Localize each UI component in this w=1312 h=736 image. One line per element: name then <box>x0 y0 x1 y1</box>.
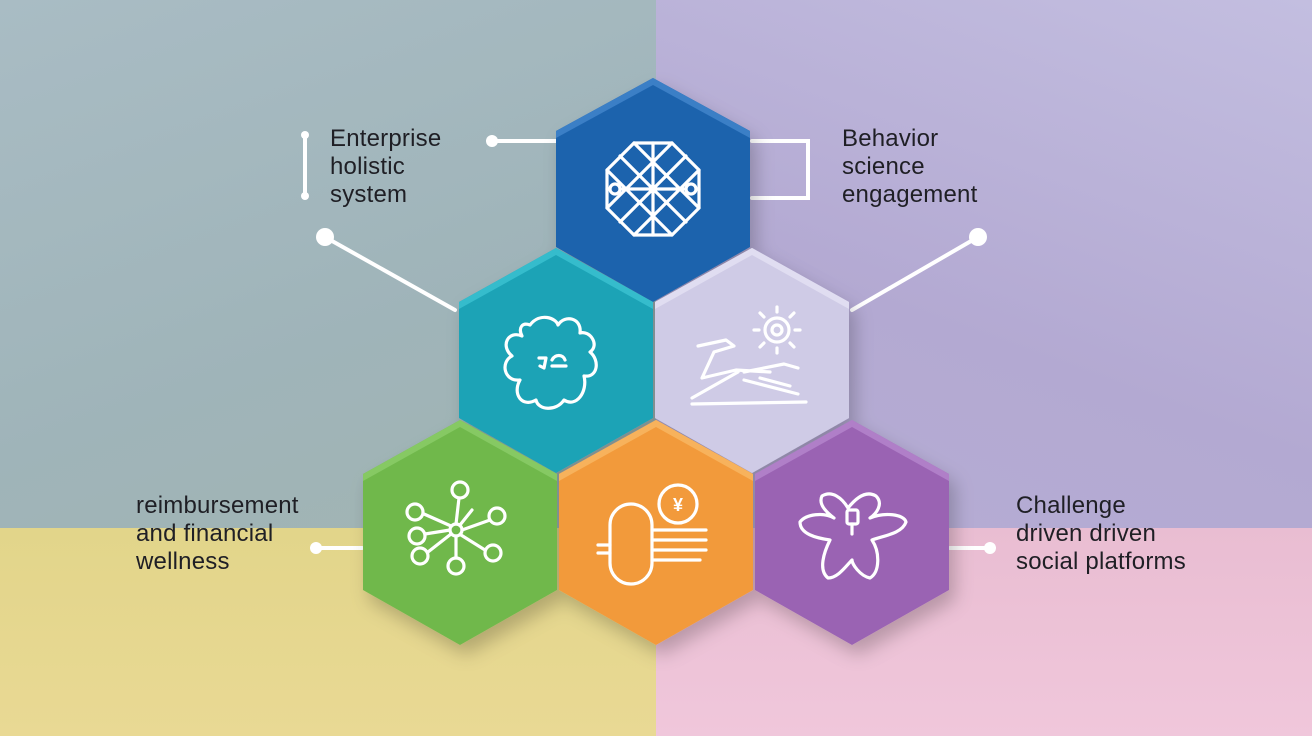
connectors <box>303 133 992 550</box>
label-reimbursement-line-3: wellness <box>136 548 230 575</box>
label-enterprise-line-2: holistic <box>330 153 405 180</box>
label-behavior-line-1: Behavior <box>842 125 939 152</box>
hex-lavender[interactable] <box>655 248 849 473</box>
label-enterprise: Enterprise holistic system <box>330 125 441 209</box>
hex-teal[interactable] <box>459 248 653 473</box>
label-reimbursement-line-2: and financial <box>136 520 274 547</box>
coin-currency-icon <box>596 483 708 586</box>
label-challenge: Challenge driven driven social platforms <box>1016 492 1186 576</box>
label-behavior-line-3: engagement <box>842 181 978 208</box>
gear-exercise-icon <box>690 305 808 406</box>
label-challenge-line-3: social platforms <box>1016 548 1186 575</box>
connector-behavior <box>750 139 810 200</box>
label-challenge-line-2: driven driven <box>1016 520 1157 547</box>
label-reimbursement: reimbursement and financial wellness <box>136 492 299 576</box>
label-behavior: Behavior science engagement <box>842 125 977 209</box>
label-challenge-line-1: Challenge <box>1016 492 1126 519</box>
hex-orange[interactable] <box>559 420 753 645</box>
connector-left-diagonal <box>323 235 457 312</box>
label-reimbursement-line-1: reimbursement <box>136 492 299 519</box>
label-behavior-line-2: science <box>842 153 925 180</box>
hub-nodes-icon <box>405 480 507 576</box>
star-badge-icon <box>798 492 908 580</box>
currency-symbol: ¥ <box>673 495 683 515</box>
label-enterprise-line-1: Enterprise <box>330 125 442 152</box>
network-octagon-icon <box>605 141 701 237</box>
label-enterprise-line-3: system <box>330 181 408 208</box>
connector-dots <box>301 131 996 554</box>
puzzle-face-icon <box>503 315 598 410</box>
connector-right-diagonal <box>850 235 980 312</box>
